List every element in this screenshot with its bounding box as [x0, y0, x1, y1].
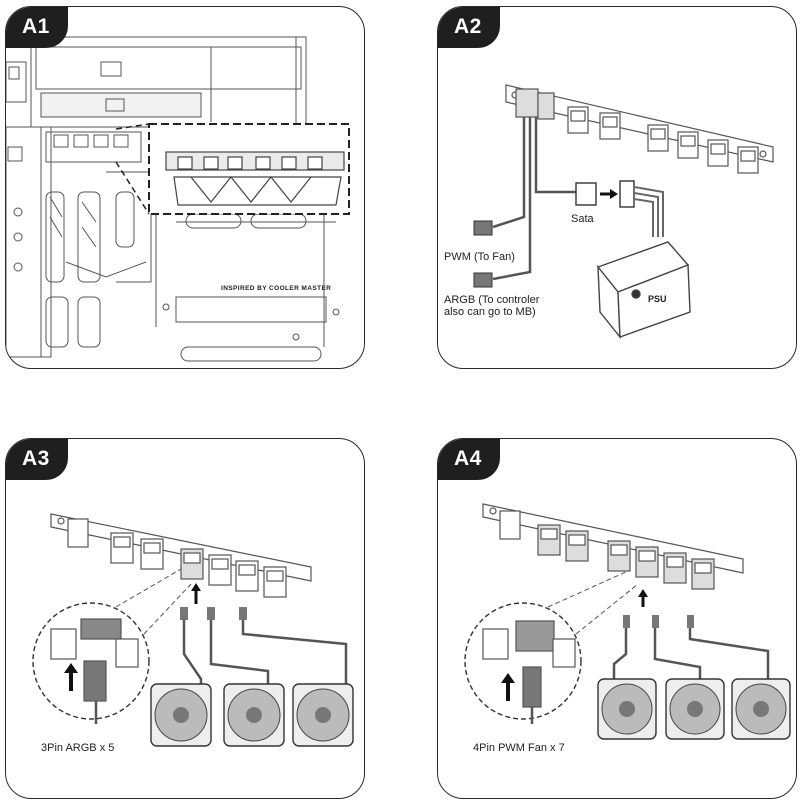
- case-interior-illustration: INSPIRED BY COOLER MASTER: [6, 36, 350, 362]
- panel-tag-a1: A1: [6, 7, 68, 48]
- pwm-label: PWM (To Fan): [444, 251, 515, 263]
- case-brand-text: INSPIRED BY COOLER MASTER: [221, 285, 331, 292]
- fan-1: [597, 678, 657, 740]
- psu-box: [596, 241, 691, 340]
- a3-caption: 3Pin ARGB x 5: [41, 742, 114, 754]
- fan-3: [292, 683, 354, 747]
- fan-2: [665, 678, 725, 740]
- argb-label-line1: ARGB (To controler: [444, 294, 540, 306]
- fan-2: [223, 683, 285, 747]
- a4-caption: 4Pin PWM Fan x 7: [473, 742, 565, 754]
- panel-a2: PSU Sata PWM (To Fan) ARGB (To controler…: [437, 6, 797, 369]
- panel-tag-a4: A4: [438, 439, 500, 480]
- sata-label: Sata: [571, 213, 595, 225]
- panel-tag-a2: A2: [438, 7, 500, 48]
- argb-wiring-illustration: 3Pin ARGB x 5: [32, 513, 354, 754]
- pwm-fan-wiring-illustration: 4Pin PWM Fan x 7: [464, 503, 791, 754]
- psu-label: PSU: [648, 294, 667, 304]
- fan-1: [150, 683, 212, 747]
- fan-3: [731, 678, 791, 740]
- argb-label-line2: also can go to MB): [444, 306, 536, 318]
- panel-a1: INSPIRED BY COOLER MASTER A1: [5, 6, 365, 369]
- panel-a3: 3Pin ARGB x 5 A3: [5, 438, 365, 799]
- panel-a4: 4Pin PWM Fan x 7 A4: [437, 438, 797, 799]
- sata-connector: [575, 182, 597, 206]
- power-wiring-illustration: PSU Sata PWM (To Fan) ARGB (To controler…: [444, 84, 774, 340]
- panel-tag-a3: A3: [6, 439, 68, 480]
